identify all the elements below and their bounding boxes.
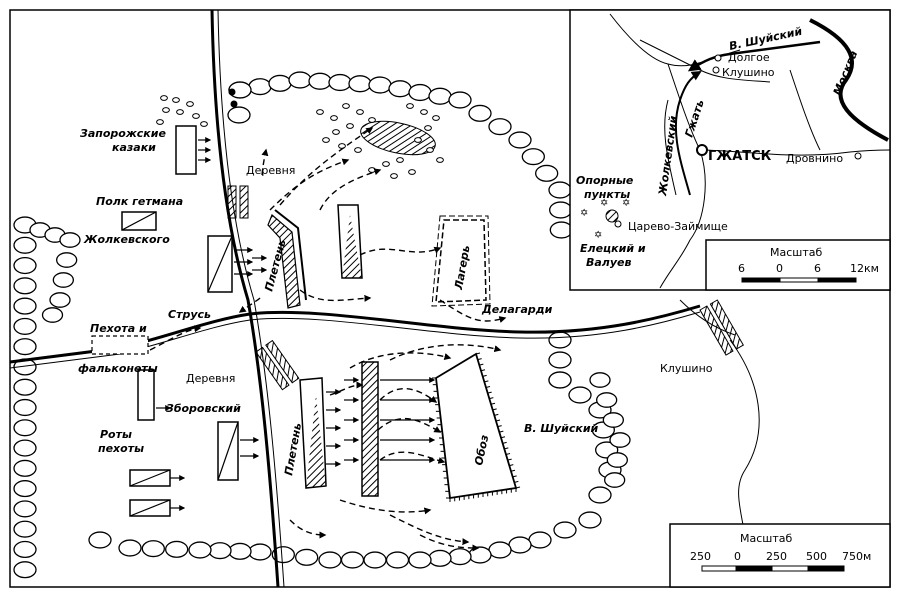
label-pleten-bottom: Плетень — [282, 422, 304, 477]
label-delagardi: Делагарди — [481, 303, 553, 316]
marsh — [360, 120, 436, 156]
inset-label-tsarevo: Царево-Займище — [628, 220, 728, 233]
scale-main-tick-2: 250 — [766, 550, 787, 563]
inset-scale-tick-1: 0 — [776, 262, 783, 275]
map-border — [9, 9, 891, 588]
label-roty-1: Роты — [100, 428, 132, 441]
label-strus: Струсь — [168, 308, 211, 321]
label-klushino: Клушино — [660, 362, 713, 375]
label-zborovsky: Зборовский — [166, 402, 241, 415]
inset-label-opornye-2: пункты — [584, 188, 630, 201]
oboz-ticks — [432, 352, 521, 502]
movement-arrows — [149, 127, 507, 552]
inset-label-eletsky-1: Елецкий и — [580, 242, 646, 255]
village-top-2 — [239, 185, 249, 219]
lager — [435, 219, 487, 303]
main-labels: Запорожские казаки Полк гетмана Жолкевск… — [78, 127, 713, 477]
inset-label-opornye-1: Опорные — [576, 174, 634, 187]
label-derevnya-bottom: Деревня — [186, 372, 235, 385]
inset-scale-title: Масштаб — [770, 246, 822, 259]
label-polk-2: Жолкевского — [83, 233, 170, 246]
cavalry-dots — [156, 88, 444, 179]
unit-zaporozh — [175, 125, 197, 175]
inset-scale-tick-3: 12км — [850, 262, 879, 275]
pleten-top-line — [274, 209, 307, 301]
road-vertical — [210, 9, 280, 588]
inset-label-drovnino: Дровнино — [786, 152, 843, 165]
label-roty-2: пехоты — [98, 442, 144, 455]
scale-main: Масштаб 250 0 250 500 750м — [669, 523, 891, 588]
inset-label-klushino: Клушино — [722, 66, 775, 79]
unit-zborovsky — [137, 369, 155, 421]
unit-pehota — [91, 335, 149, 355]
road-horizontal — [9, 304, 701, 364]
pleten-top — [267, 214, 301, 309]
label-zaporozh-1: Запорожские — [80, 127, 166, 140]
unit-shuisky-2 — [361, 361, 379, 497]
inset-scale-tick-0: 6 — [738, 262, 745, 275]
scale-main-tick-1: 0 — [734, 550, 741, 563]
label-polk-1: Полк гетмана — [96, 195, 183, 208]
inset-label-eletsky-2: Валуев — [586, 256, 631, 269]
road-vertical-2 — [217, 9, 285, 588]
oboz — [435, 352, 518, 500]
scale-main-tick-0: 250 — [690, 550, 711, 563]
label-oboz: Обоз — [472, 434, 491, 467]
svg-text:✡: ✡ — [600, 198, 608, 209]
inset-label-gzhatsk: ГЖАТСК — [708, 149, 772, 164]
scale-main-title: Масштаб — [740, 532, 792, 545]
inset-map: ✡ ✡ ✡ ✡ В. Шуйский Долгое Клушино Москва… — [569, 9, 891, 291]
inset-scale-tick-2: 6 — [814, 262, 821, 275]
label-zaporozh-2: казаки — [112, 141, 156, 154]
fire-arrows — [156, 137, 436, 511]
village-klushino — [699, 299, 745, 356]
label-shuisky: В. Шуйский — [524, 422, 599, 435]
scale-main-tick-3: 500 — [806, 550, 827, 563]
label-pehota-1: Пехота и — [90, 322, 147, 335]
forest-edges — [13, 71, 631, 579]
scale-main-tick-4: 750м — [842, 550, 871, 563]
road-horizontal-2 — [9, 311, 701, 369]
inset-label-dolgoe: Долгое — [728, 51, 770, 64]
label-derevnya-top: Деревня — [246, 164, 295, 177]
svg-text:✡: ✡ — [594, 230, 602, 241]
svg-text:✡: ✡ — [580, 208, 588, 219]
svg-text:✡: ✡ — [622, 198, 630, 209]
village-bottom — [255, 339, 300, 391]
label-pehota-2: фальконеты — [78, 362, 158, 375]
village-top — [227, 185, 237, 219]
